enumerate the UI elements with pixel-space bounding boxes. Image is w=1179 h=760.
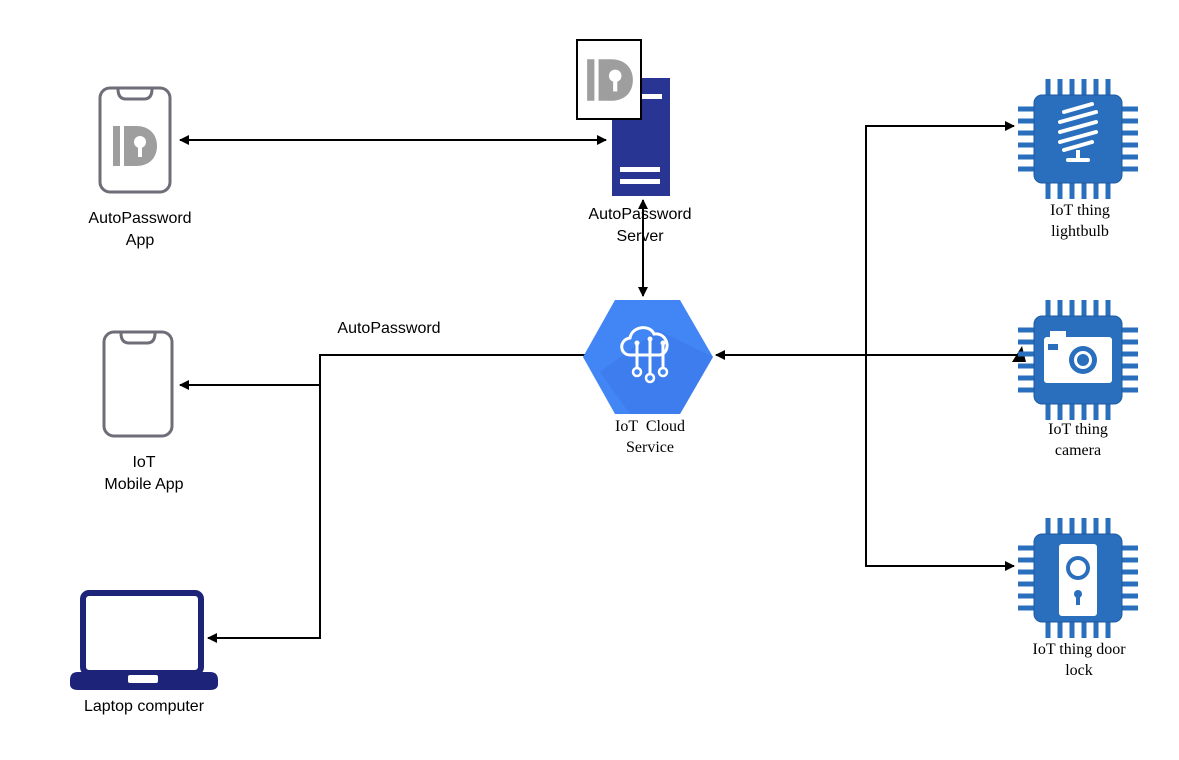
- chip-pin: [1081, 518, 1087, 536]
- chip-pin: [1120, 545, 1138, 551]
- chip-pin: [1120, 130, 1138, 136]
- iot-door-lock-label: IoT thing door lock: [1032, 641, 1126, 679]
- autopassword-app-label: AutoPassword App: [88, 210, 192, 249]
- edge-cloud-mobile: [179, 354, 586, 390]
- smartphone-icon: [102, 330, 174, 438]
- connections: [179, 121, 1026, 643]
- chip-pin: [1069, 402, 1075, 420]
- chip-pin: [1018, 581, 1036, 587]
- chip-pin: [1105, 620, 1111, 638]
- chip-pin: [1093, 79, 1099, 97]
- server-icon: [576, 39, 670, 196]
- chip-pin: [1105, 300, 1111, 318]
- edge-to-doorlock: [865, 355, 1015, 571]
- chip-pin: [1120, 142, 1138, 148]
- lightbulb-chip-icon: [1018, 79, 1138, 199]
- chip-pin: [1069, 518, 1075, 536]
- chip-pin: [1018, 130, 1036, 136]
- chip-pin: [1018, 593, 1036, 599]
- chip-pin: [1081, 300, 1087, 318]
- chip-pin: [1057, 79, 1063, 97]
- chip-pin: [1018, 375, 1036, 381]
- chip-pin: [1018, 166, 1036, 172]
- chip-pin: [1120, 339, 1138, 345]
- chip-pin: [1093, 300, 1099, 318]
- chip-pin: [1081, 620, 1087, 638]
- iot-cloud-icon: [583, 300, 713, 414]
- chip-pin: [1045, 181, 1051, 199]
- iot-lightbulb-label: IoT thing lightbulb: [1050, 202, 1110, 240]
- edge-to-lightbulb: [865, 121, 1015, 355]
- laptop-icon: [70, 590, 218, 690]
- chip-pin: [1057, 620, 1063, 638]
- iot-cloud-label: IoT Cloud Service: [615, 418, 685, 456]
- chip-pin: [1018, 118, 1036, 124]
- chip-pin: [1093, 402, 1099, 420]
- chip-pin: [1120, 605, 1138, 611]
- chip-pin: [1120, 569, 1138, 575]
- chip-pin: [1093, 181, 1099, 199]
- chip-pin: [1045, 518, 1051, 536]
- chip-pin: [1120, 327, 1138, 333]
- chip-pin: [1018, 351, 1036, 357]
- edge-cloud-laptop: [207, 385, 321, 643]
- chip-pin: [1105, 79, 1111, 97]
- chip-pin: [1120, 363, 1138, 369]
- chip-pin: [1057, 402, 1063, 420]
- chip-pin: [1093, 518, 1099, 536]
- camera-chip-icon: [1018, 300, 1138, 420]
- chip-pin: [1045, 79, 1051, 97]
- chip-pin: [1120, 118, 1138, 124]
- chip-pin: [1105, 402, 1111, 420]
- chip-pin: [1081, 402, 1087, 420]
- autopassword-edge-label: AutoPassword: [337, 320, 441, 337]
- chip-pin: [1018, 142, 1036, 148]
- laptop-label: Laptop computer: [83, 698, 205, 715]
- chip-pin: [1120, 387, 1138, 393]
- chip-pin: [1105, 181, 1111, 199]
- iot-mobile-app-label: IoT Mobile App: [104, 454, 184, 493]
- chip-pin: [1057, 300, 1063, 318]
- chip-pin: [1105, 518, 1111, 536]
- chip-pin: [1045, 300, 1051, 318]
- chip-pin: [1120, 106, 1138, 112]
- chip-pin: [1069, 300, 1075, 318]
- smartphone-autopassword-icon: [98, 86, 172, 194]
- chip-pin: [1018, 387, 1036, 393]
- chip-pin: [1018, 557, 1036, 563]
- chip-pin: [1045, 620, 1051, 638]
- chip-pin: [1018, 569, 1036, 575]
- chip-pin: [1018, 154, 1036, 160]
- door-lock-chip-icon: [1018, 518, 1138, 638]
- chip-pin: [1081, 181, 1087, 199]
- chip-pin: [1018, 363, 1036, 369]
- chip-pin: [1018, 545, 1036, 551]
- chip-pin: [1069, 79, 1075, 97]
- chip-pin: [1120, 351, 1138, 357]
- chip-pin: [1018, 605, 1036, 611]
- chip-pin: [1120, 154, 1138, 160]
- chip-pin: [1018, 327, 1036, 333]
- chip-pin: [1120, 581, 1138, 587]
- chip-pin: [1057, 518, 1063, 536]
- chip-pin: [1093, 620, 1099, 638]
- chip-pin: [1057, 181, 1063, 199]
- chip-pin: [1120, 593, 1138, 599]
- chip-pin: [1120, 166, 1138, 172]
- autopassword-server-label: AutoPassword Server: [588, 206, 692, 245]
- chip-pin: [1018, 339, 1036, 345]
- chip-pin: [1120, 557, 1138, 563]
- chip-pin: [1069, 181, 1075, 199]
- chip-pin: [1120, 375, 1138, 381]
- chip-pin: [1045, 402, 1051, 420]
- chip-pin: [1069, 620, 1075, 638]
- iot-camera-label: IoT thing camera: [1048, 421, 1108, 459]
- chip-pin: [1081, 79, 1087, 97]
- chip-pin: [1018, 106, 1036, 112]
